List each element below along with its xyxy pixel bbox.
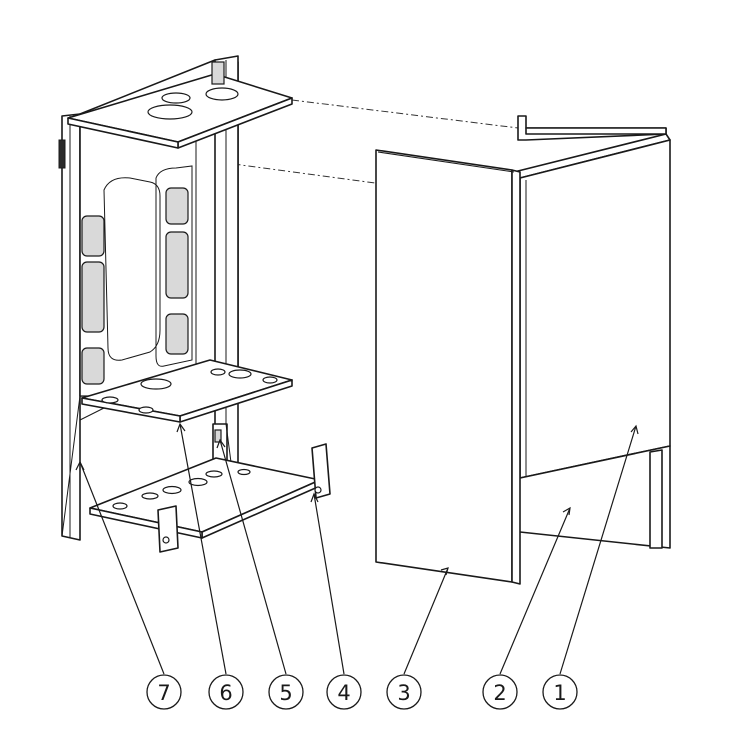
callout-label: 3 [397, 681, 410, 705]
callout-circle [208, 674, 244, 710]
callout-3: 3 [386, 674, 422, 710]
mounting-pad [165, 187, 189, 225]
back-panel-cutout [103, 177, 161, 361]
callout-7: 7 [146, 674, 182, 710]
mounting-pad [81, 215, 105, 257]
callout-label: 5 [279, 681, 292, 705]
callout-label: 6 [219, 681, 232, 705]
callout-6: 6 [208, 674, 244, 710]
leader-line-7 [79, 461, 165, 675]
mounting-pad [165, 313, 189, 355]
callout-1: 1 [542, 674, 578, 710]
leader-line-2 [499, 507, 571, 675]
callout-circle [326, 674, 362, 710]
flue-hole [205, 87, 239, 101]
bottom-plate-tab-right [311, 443, 331, 499]
callout-4: 4 [326, 674, 362, 710]
leader-lines [75, 422, 639, 675]
callout-5: 5 [268, 674, 304, 710]
front-panel [375, 149, 521, 585]
frame-left-upright [61, 113, 81, 541]
bottom-plate-tab-left [157, 505, 179, 553]
middle-shelf [81, 359, 293, 423]
alignment-line-top [291, 99, 519, 129]
callout-circle [146, 674, 182, 710]
top-plate [67, 61, 293, 149]
mounting-pad [81, 261, 105, 333]
flue-hole [147, 104, 193, 120]
casing-side-shell [513, 115, 671, 582]
callout-2: 2 [482, 674, 518, 710]
callout-circle [386, 674, 422, 710]
leader-line-6 [179, 423, 227, 675]
callout-label: 2 [493, 681, 506, 705]
callout-circle [482, 674, 518, 710]
callout-label: 4 [337, 681, 350, 705]
leader-line-3 [403, 567, 449, 675]
leader-line-4 [313, 493, 345, 675]
mounting-pad [81, 347, 105, 385]
mounting-pad [165, 231, 189, 299]
flue-hole [161, 92, 191, 104]
callout-circle [268, 674, 304, 710]
leader-line-1 [559, 425, 637, 675]
casing-right-side-panel [519, 139, 671, 479]
bottom-plate [89, 443, 331, 553]
callout-label: 7 [157, 681, 170, 705]
leader-line-5 [219, 439, 287, 675]
hinge-bracket [58, 139, 66, 169]
callout-circle [542, 674, 578, 710]
callout-label: 1 [553, 681, 566, 705]
